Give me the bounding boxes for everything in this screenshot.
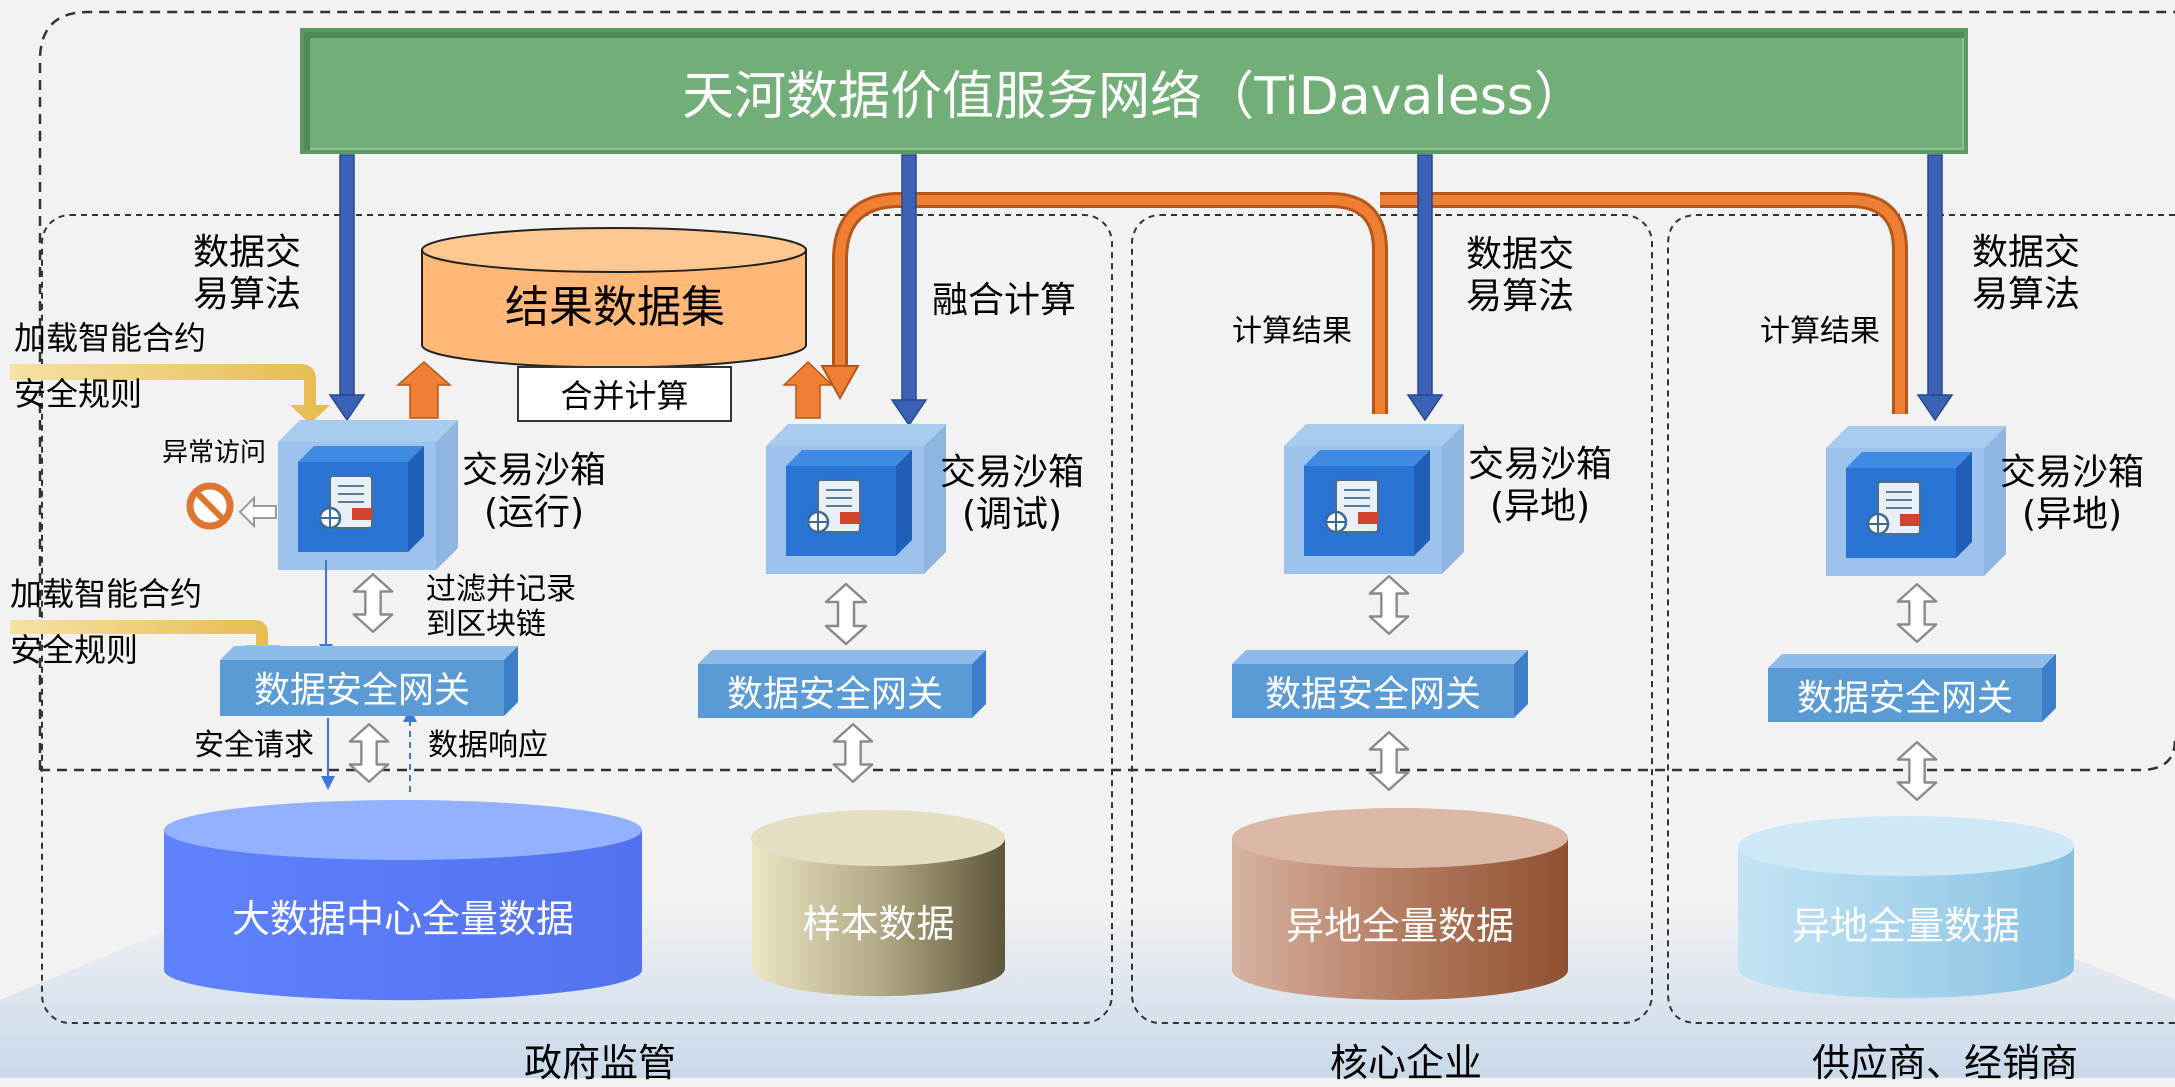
sandbox-running xyxy=(278,420,458,570)
supplier-algo-label: 数据交 易算法 xyxy=(1972,232,2081,316)
sample-data-label: 样本数据 xyxy=(802,902,955,946)
merge-compute-label: 合并计算 xyxy=(560,377,689,415)
double-arrow-icon xyxy=(1368,730,1410,792)
sandbox-core xyxy=(1284,424,1464,574)
gov-gateway: 数据安全网关 xyxy=(253,670,470,711)
core-compute-result-label: 计算结果 xyxy=(1232,314,1352,349)
gateway-boxes xyxy=(220,646,2056,722)
debug-gateway: 数据安全网关 xyxy=(726,674,943,715)
security-rule-label-bottom: 安全规则 xyxy=(10,631,139,669)
tidavaless-banner: 天河数据价值服务网络（TiDavaless） xyxy=(300,28,1968,154)
outer-dashed-border xyxy=(38,10,2175,770)
core-algo-label: 数据交 易算法 xyxy=(1466,234,1575,318)
gov-data-label: 大数据中心全量数据 xyxy=(231,897,574,941)
core-panel-border xyxy=(1131,214,1653,1024)
smart-contract-label-bottom: 加载智能合约 xyxy=(10,575,203,613)
sandbox-debug-label: 交易沙箱 (调试) xyxy=(940,452,1085,536)
data-response-label: 数据响应 xyxy=(428,728,548,763)
smart-contract-label-top: 加载智能合约 xyxy=(14,319,207,357)
sandbox-supplier-label: 交易沙箱 (异地) xyxy=(2000,452,2145,536)
core-gateway: 数据安全网关 xyxy=(1264,674,1481,715)
core-data-label: 异地全量数据 xyxy=(1285,904,1514,948)
double-arrow-icon xyxy=(1368,574,1410,636)
contract-band-top xyxy=(10,364,330,424)
fusion-compute-label: 融合计算 xyxy=(932,280,1077,321)
supplier-compute-result-label: 计算结果 xyxy=(1760,314,1880,349)
contract-band-bottom xyxy=(10,620,280,664)
sandbox-supplier xyxy=(1826,426,2006,576)
sandbox-debug xyxy=(766,424,946,574)
sandbox-running-label: 交易沙箱 (运行) xyxy=(462,450,607,534)
gov-panel-border xyxy=(41,214,1113,1024)
sandbox-core-label: 交易沙箱 (异地) xyxy=(1468,444,1613,528)
double-arrow-icon xyxy=(824,582,868,646)
fusion-path-core xyxy=(835,195,1385,414)
double-arrow-icon xyxy=(352,572,394,634)
fusion-arrowhead xyxy=(820,365,860,401)
fusion-path-supplier xyxy=(1380,195,1905,414)
security-rule-label-top: 安全规则 xyxy=(14,375,143,413)
security-request-label: 安全请求 xyxy=(194,728,314,763)
supplier-panel-border xyxy=(1667,214,2175,1024)
section-suppliers: 供应商、经销商 xyxy=(1812,1041,2079,1085)
supplier-data-label: 异地全量数据 xyxy=(1791,904,2020,948)
left-arrow-icon xyxy=(238,495,277,529)
gov-algo-label: 数据交 易算法 xyxy=(193,232,302,316)
double-arrow-icon xyxy=(832,722,874,784)
result-dataset-label: 结果数据集 xyxy=(505,282,725,333)
data-cylinder-supplier xyxy=(1738,816,2074,998)
abnormal-access-label: 异常访问 xyxy=(162,438,267,468)
data-cylinder-sample xyxy=(751,810,1006,997)
double-arrow-icon xyxy=(348,722,390,784)
filter-blockchain-label: 过滤并记录 到区块链 xyxy=(426,572,576,643)
result-dataset-cylinder xyxy=(421,227,807,369)
data-cylinder-gov xyxy=(164,800,642,1001)
section-core-enterprise: 核心企业 xyxy=(1330,1041,1483,1085)
section-government: 政府监管 xyxy=(524,1041,677,1085)
merge-compute-box: 合并计算 xyxy=(517,366,732,422)
double-arrow-icon xyxy=(1896,582,1938,644)
data-cylinder-core xyxy=(1232,808,1568,1000)
supplier-gateway: 数据安全网关 xyxy=(1796,678,2013,719)
